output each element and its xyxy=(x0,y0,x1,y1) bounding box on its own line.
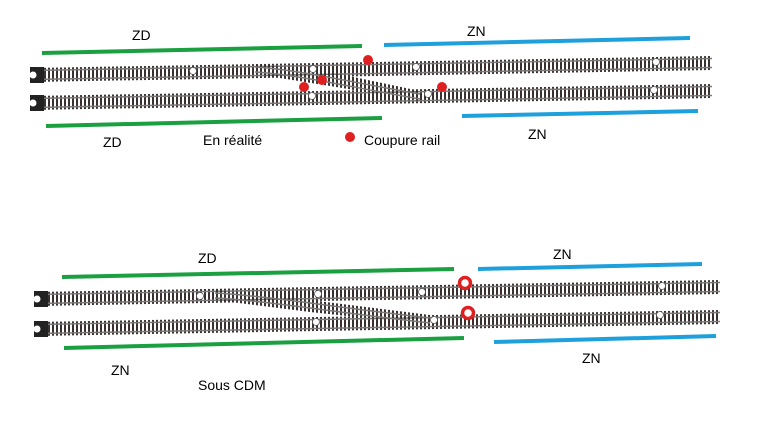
crossover-bottom xyxy=(214,290,431,325)
zd-label-bottom-upper: ZD xyxy=(198,250,217,266)
legend-cut-marker xyxy=(345,132,355,142)
zd-label-top-lower: ZD xyxy=(103,134,122,150)
caption-en-realite: En réalité xyxy=(203,132,262,148)
zn-label-bottom-lower-left: ZN xyxy=(111,362,130,378)
zd-label-top-upper: ZD xyxy=(132,27,151,43)
rail-cut-markers-top xyxy=(299,55,447,92)
caption-sous-cdm: Sous CDM xyxy=(198,377,266,393)
zn-label-bottom-lower-right: ZN xyxy=(582,350,601,366)
legend-coupure-rail: Coupure rail xyxy=(364,132,440,148)
zn-label-bottom-upper: ZN xyxy=(553,246,572,262)
rail-joiners-bottom xyxy=(196,282,666,326)
track-top-upper xyxy=(31,56,713,82)
zd-line-top-lower xyxy=(45,116,383,128)
top-layout: ZD ZN ZD En réalité Coupure rail ZN xyxy=(29,23,713,150)
crossover-top xyxy=(254,64,421,101)
zn-line-top-lower xyxy=(461,109,699,118)
zd-line-bottom-upper xyxy=(61,267,455,279)
zn-line-bottom-upper xyxy=(477,262,703,271)
bumper-top-upper xyxy=(30,67,44,83)
bottom-layout: ZD ZN ZN Sous CDM ZN xyxy=(33,246,721,393)
bumper-bottom-upper xyxy=(34,291,48,307)
zn-label-top-lower: ZN xyxy=(528,126,547,142)
zn-line-bottom-lower-left xyxy=(63,336,465,350)
track-bottom-upper xyxy=(35,280,721,306)
rail-cut-markers-bottom xyxy=(457,275,476,321)
rail-joiners-top xyxy=(189,58,660,100)
zn-label-top-upper: ZN xyxy=(467,23,486,39)
bumper-bottom-lower xyxy=(34,321,48,337)
bumper-top-lower xyxy=(30,95,44,111)
zn-line-top-upper xyxy=(383,36,691,47)
zn-line-bottom-lower-right xyxy=(493,334,717,344)
zd-line-top-upper xyxy=(41,44,363,55)
